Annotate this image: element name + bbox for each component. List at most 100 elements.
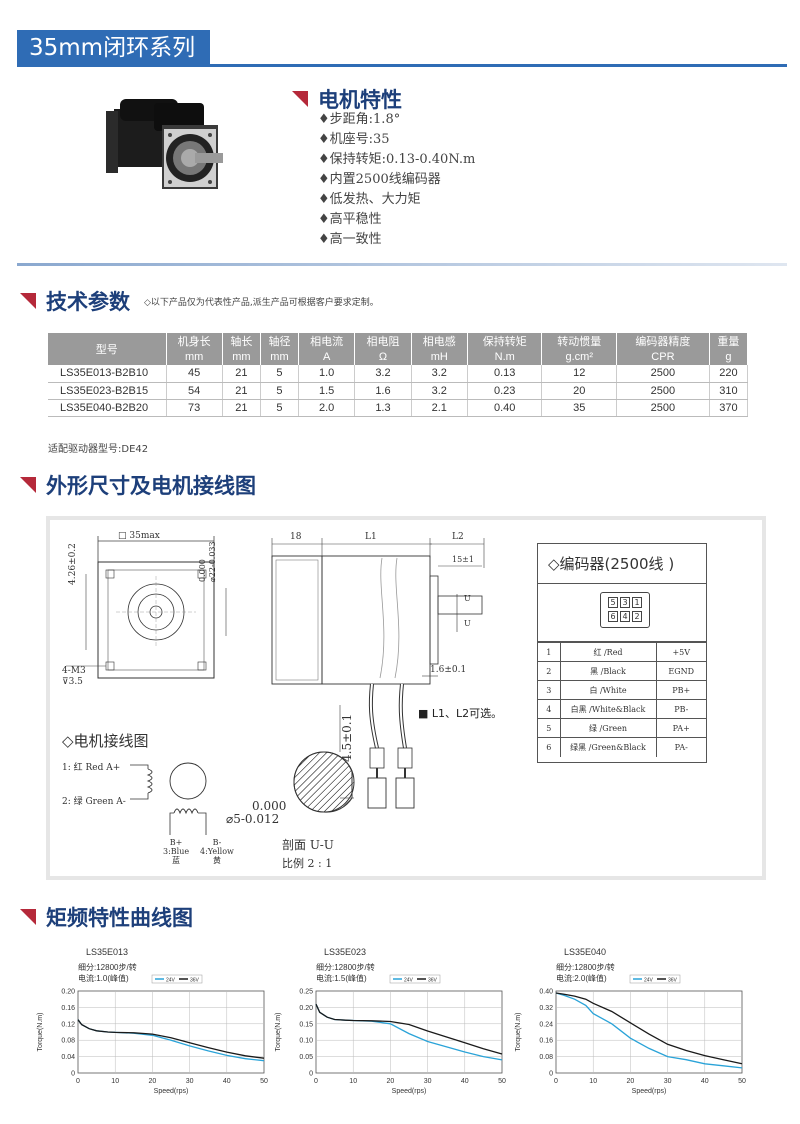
side-dim-16: 1.6±0.1 bbox=[430, 665, 467, 675]
col-unit: mm bbox=[260, 349, 300, 365]
chart-title: LS35E013 bbox=[86, 947, 128, 957]
cell: 45 bbox=[166, 365, 223, 383]
x-tick-label: 30 bbox=[186, 1078, 194, 1085]
section-dim-label: 4.5±0.1 bbox=[340, 713, 354, 762]
y-tick-label: 0.05 bbox=[299, 1054, 313, 1061]
x-tick-label: 0 bbox=[554, 1078, 558, 1085]
chart-subtitle: 细分:12800步/转 bbox=[316, 962, 375, 972]
x-axis-label: Speed(rps) bbox=[392, 1088, 427, 1095]
cell: 2.0 bbox=[298, 399, 356, 417]
y-tick-label: 0.20 bbox=[61, 989, 75, 996]
x-tick-label: 10 bbox=[111, 1078, 119, 1085]
hole-label: 4-M3 ⊽3.5 bbox=[62, 666, 86, 688]
curves-title: 矩频特性曲线图 bbox=[46, 906, 193, 930]
cell: 3.2 bbox=[354, 365, 412, 383]
feature-item: ♦高平稳性 bbox=[318, 212, 382, 227]
cell: LS35E040-B2B20 bbox=[48, 399, 167, 417]
wire-4-pin: B- bbox=[212, 838, 222, 847]
y-tick-label: 0.04 bbox=[61, 1054, 75, 1061]
cell: 1.0 bbox=[298, 365, 356, 383]
cell: 54 bbox=[166, 382, 223, 400]
section-name: 剖面 U-U bbox=[282, 838, 334, 852]
cell: 3.2 bbox=[411, 382, 468, 400]
cell: 5 bbox=[260, 399, 300, 417]
x-axis-label: Speed(rps) bbox=[154, 1088, 189, 1095]
feature-item: ♦保持转矩:0.13-0.40N.m bbox=[318, 152, 476, 167]
col-unit: g bbox=[709, 349, 749, 365]
col-header: 重量 bbox=[709, 333, 749, 349]
col-unit: mm bbox=[166, 349, 223, 365]
x-tick-label: 50 bbox=[260, 1078, 268, 1085]
cell: 4 bbox=[538, 699, 561, 719]
cell: PB- bbox=[655, 699, 706, 719]
y-tick-label: 0.24 bbox=[539, 1021, 553, 1028]
col-header: 相电流 bbox=[298, 333, 356, 349]
col-model: 型号 bbox=[48, 333, 167, 365]
col-unit: A bbox=[298, 349, 356, 365]
x-tick-label: 20 bbox=[627, 1078, 635, 1085]
pin: 4 bbox=[620, 611, 630, 622]
chart-legend bbox=[151, 974, 203, 984]
col-header: 轴长 bbox=[222, 333, 261, 349]
section-dia-top: 0.000 bbox=[252, 799, 287, 813]
y-tick-label: 0.16 bbox=[61, 1005, 75, 1012]
x-axis-label: Speed(rps) bbox=[632, 1088, 667, 1095]
cell: 73 bbox=[166, 399, 223, 417]
col-unit: mm bbox=[222, 349, 261, 365]
cell: 220 bbox=[709, 365, 749, 383]
y-axis-label: Torque(N.m) bbox=[515, 1013, 522, 1052]
col-header: 编码器精度 bbox=[616, 333, 710, 349]
legend-label-36v: 36V bbox=[190, 978, 200, 984]
cell: 1.5 bbox=[298, 382, 356, 400]
cell: 3 bbox=[538, 680, 561, 700]
shaft-dia-bottom: ⌀22-0.033 bbox=[208, 541, 217, 582]
legend-label-24v: 24V bbox=[404, 978, 414, 984]
table-row: LS35E023-B2B15 54 21 5 1.5 1.6 3.2 0.23 … bbox=[48, 382, 749, 400]
connector-icon: 5 3 1 6 4 2 bbox=[600, 592, 650, 628]
feature-item: ♦内置2500线编码器 bbox=[318, 172, 441, 187]
y-tick-label: 0.16 bbox=[539, 1038, 553, 1045]
cell: 5 bbox=[538, 718, 561, 738]
plot-area bbox=[555, 990, 743, 1074]
cell: 0.40 bbox=[467, 399, 543, 417]
pin: 1 bbox=[632, 597, 642, 608]
shaft-dia-top: 0.000 bbox=[198, 559, 207, 582]
col-unit: Ω bbox=[354, 349, 412, 365]
cell: 1 bbox=[538, 642, 561, 662]
x-tick-label: 20 bbox=[387, 1078, 395, 1085]
x-tick-label: 40 bbox=[223, 1078, 231, 1085]
side-dim-15: 15±1 bbox=[452, 555, 474, 564]
x-tick-label: 10 bbox=[349, 1078, 357, 1085]
cell: 35 bbox=[541, 399, 618, 417]
chart-subtitle: 电流:2.0(峰值) bbox=[556, 973, 607, 983]
col-header: 相电感 bbox=[411, 333, 468, 349]
series-line-36v bbox=[555, 992, 743, 1065]
plot-area bbox=[315, 990, 503, 1074]
cell: 6 bbox=[538, 737, 561, 757]
specs-heading: 技术参数 ◇以下产品仅为代表性产品,派生产品可根据客户要求定制。 bbox=[20, 286, 379, 316]
hole-spec: 4-M3 bbox=[62, 666, 86, 676]
wire-3-color-cn: 蓝 bbox=[172, 856, 181, 865]
cell: PB+ bbox=[655, 680, 706, 700]
side-dim-l1: L1 bbox=[365, 532, 377, 542]
x-tick-label: 40 bbox=[461, 1078, 469, 1085]
cell: 2500 bbox=[616, 365, 710, 383]
dimensions-title: 外形尺寸及电机接线图 bbox=[46, 474, 256, 498]
x-tick-label: 50 bbox=[738, 1078, 746, 1085]
cell: 绿黑 /Green&Black bbox=[559, 737, 657, 757]
wire-4-color-cn: 黄 bbox=[212, 856, 221, 865]
feature-item: ♦高一致性 bbox=[318, 232, 382, 247]
cell: 5 bbox=[260, 365, 300, 383]
table-row: LS35E040-B2B20 73 21 5 2.0 1.3 2.1 0.40 … bbox=[48, 399, 749, 417]
x-tick-label: 0 bbox=[76, 1078, 80, 1085]
y-axis-label: Torque(N.m) bbox=[37, 1013, 44, 1052]
motor-product-image bbox=[106, 99, 223, 189]
cell: 12 bbox=[541, 365, 618, 383]
